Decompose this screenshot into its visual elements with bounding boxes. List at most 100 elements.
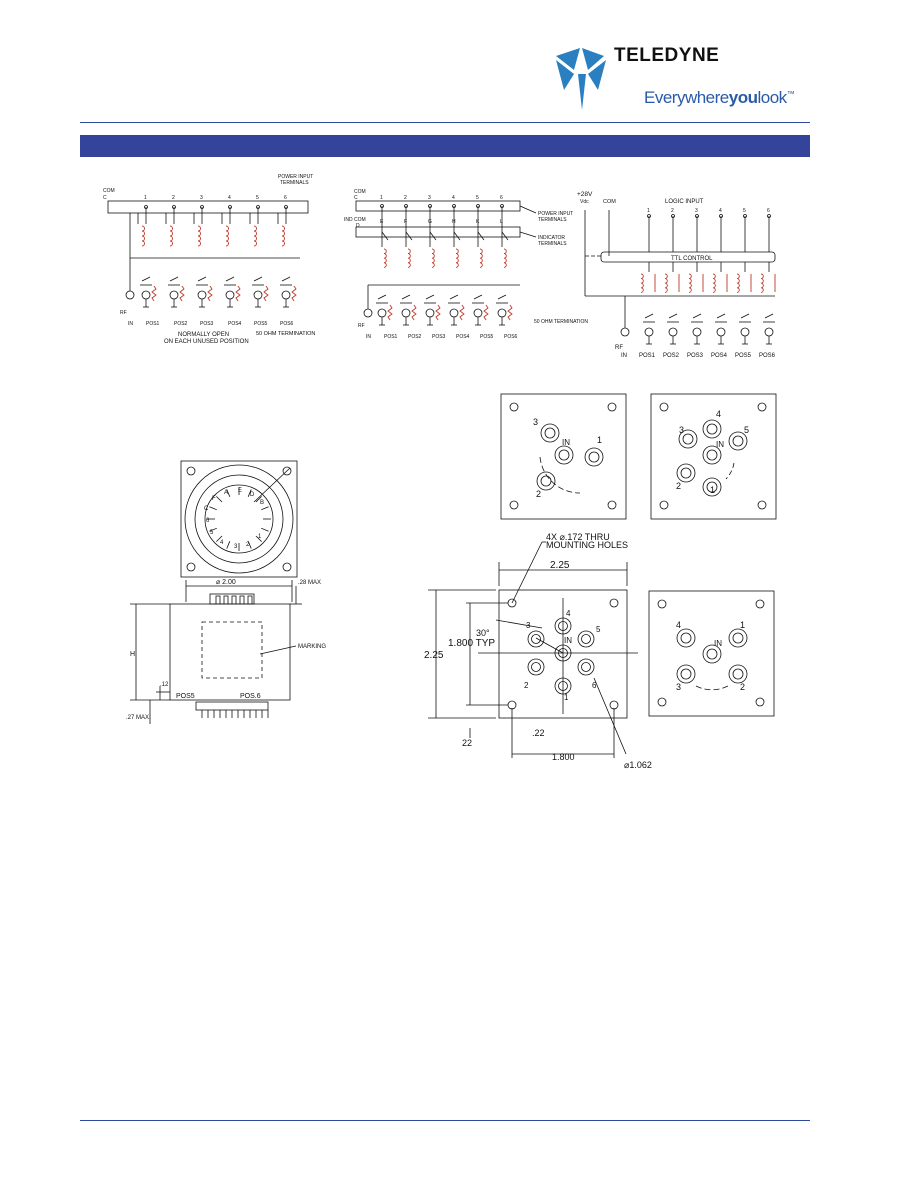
view4-port: 3: [676, 682, 681, 692]
ring-label: E: [238, 488, 242, 494]
s3-rf: RF: [615, 345, 623, 351]
mount-port: 3: [526, 621, 531, 630]
side-d12: .12: [160, 682, 169, 688]
connector-icon: [281, 290, 291, 300]
coil-icon: [479, 248, 483, 268]
coil-icon: [431, 248, 435, 268]
terminal-icon: [500, 204, 504, 208]
s1-term: 5: [256, 195, 259, 201]
coil-icon: [225, 225, 229, 247]
contact-tick: [261, 527, 269, 532]
contact-tick: [261, 506, 269, 511]
s3-pos: POS1: [639, 353, 656, 359]
view5-in: IN: [716, 440, 724, 449]
switch-contact: [405, 231, 413, 241]
s2-ind-term: G: [428, 219, 432, 225]
mount-port: 2: [524, 681, 529, 690]
view3-port: 1: [597, 435, 602, 445]
s2-term: 6: [500, 195, 503, 201]
d22b: 22: [462, 738, 472, 748]
connector-icon: [169, 290, 179, 300]
s2-power-label: POWER INPUT: [538, 211, 573, 217]
s2-ind-label: TERMINALS: [538, 241, 567, 247]
ring-label: D: [250, 492, 255, 498]
contact-tick: [247, 489, 252, 497]
s3-pos: POS3: [687, 353, 704, 359]
resistor-icon: [235, 285, 241, 302]
coil-icon: [383, 248, 387, 268]
holes-label: 4X ⌀.172 THRU: [546, 532, 610, 542]
schematic-normally-open: COM C 1 2 3 4 5 6 POWER INPUT TERMINALS …: [103, 174, 315, 345]
contact: [141, 276, 151, 282]
s1-term: 6: [284, 195, 287, 201]
coil-icon: [640, 273, 644, 293]
contact-tick: [209, 527, 217, 532]
s2-com-sub: C: [354, 195, 358, 201]
s3-term: 2: [671, 208, 674, 214]
side-h: H: [130, 651, 135, 658]
contact: [644, 313, 654, 319]
contact-tick: [226, 541, 231, 549]
s1-note: NORMALLY OPEN: [178, 332, 229, 338]
resistor-icon: [507, 304, 513, 321]
terminal-icon: [256, 205, 260, 209]
w1800: 1.800: [552, 752, 575, 762]
s2-term: 2: [404, 195, 407, 201]
ring-label: 6: [206, 518, 210, 524]
contact-tick: [247, 541, 252, 549]
contact-tick: [216, 496, 223, 503]
contact-tick: [226, 489, 231, 497]
terminal-icon: [695, 214, 699, 218]
width-dim: 2.25: [550, 560, 570, 571]
mount-port: 5: [596, 625, 601, 634]
d22a: .22: [532, 728, 545, 738]
s1-pos: POS2: [174, 321, 188, 327]
side-pos6: POS.6: [240, 693, 261, 700]
top-pin-icon: [247, 595, 253, 604]
view3-port: 2: [536, 489, 541, 499]
switch-contact: [477, 231, 485, 241]
ring-label: C: [204, 506, 209, 512]
s3-pos: POS2: [663, 353, 680, 359]
resistor-icon: [263, 285, 269, 302]
resistor-icon: [387, 304, 393, 321]
view4-in: IN: [714, 639, 722, 648]
switch-contact: [381, 231, 389, 241]
s1-pos: POS1: [146, 321, 160, 327]
terminal-icon: [284, 205, 288, 209]
terminal-icon: [476, 204, 480, 208]
resistor-icon: [179, 285, 185, 302]
s2-ind-term: F: [404, 219, 407, 225]
s1-rf-in: IN: [128, 321, 133, 327]
s1-rf: RF: [120, 310, 127, 316]
connector-icon: [449, 308, 459, 318]
view-3-port: IN 1 2 3: [500, 393, 627, 520]
connector-icon: [473, 308, 483, 318]
rf-in-icon: [363, 308, 373, 318]
brand-name: TELEDYNE: [614, 45, 720, 66]
view3-in: IN: [562, 438, 570, 447]
connector-icon: [377, 308, 387, 318]
top-pin-icon: [239, 595, 245, 604]
s2-term: 3: [428, 195, 431, 201]
s2-pos: POS5: [480, 334, 494, 340]
coil-icon: [281, 225, 285, 247]
connector-icon: [644, 327, 654, 337]
resistor-icon: [151, 285, 157, 302]
contact: [764, 313, 774, 319]
resistor-icon: [207, 285, 213, 302]
terminal-icon: [228, 205, 232, 209]
resistor-icon: [483, 304, 489, 321]
typ-dim: 1.800 TYP: [448, 638, 495, 649]
footer-rule: [80, 1120, 810, 1121]
contact: [197, 276, 207, 282]
connector-icon: [425, 308, 435, 318]
contact: [740, 313, 750, 319]
coil-icon: [455, 248, 459, 268]
terminal-icon: [452, 204, 456, 208]
view5-port: 4: [716, 409, 721, 419]
ring-label: 1: [258, 534, 262, 540]
schematic-indicator: COM C IND COM D 1 2 3 4 5 6 E F G H K L …: [344, 189, 588, 340]
coil-icon: [169, 225, 173, 247]
ring-label: A: [224, 490, 228, 496]
